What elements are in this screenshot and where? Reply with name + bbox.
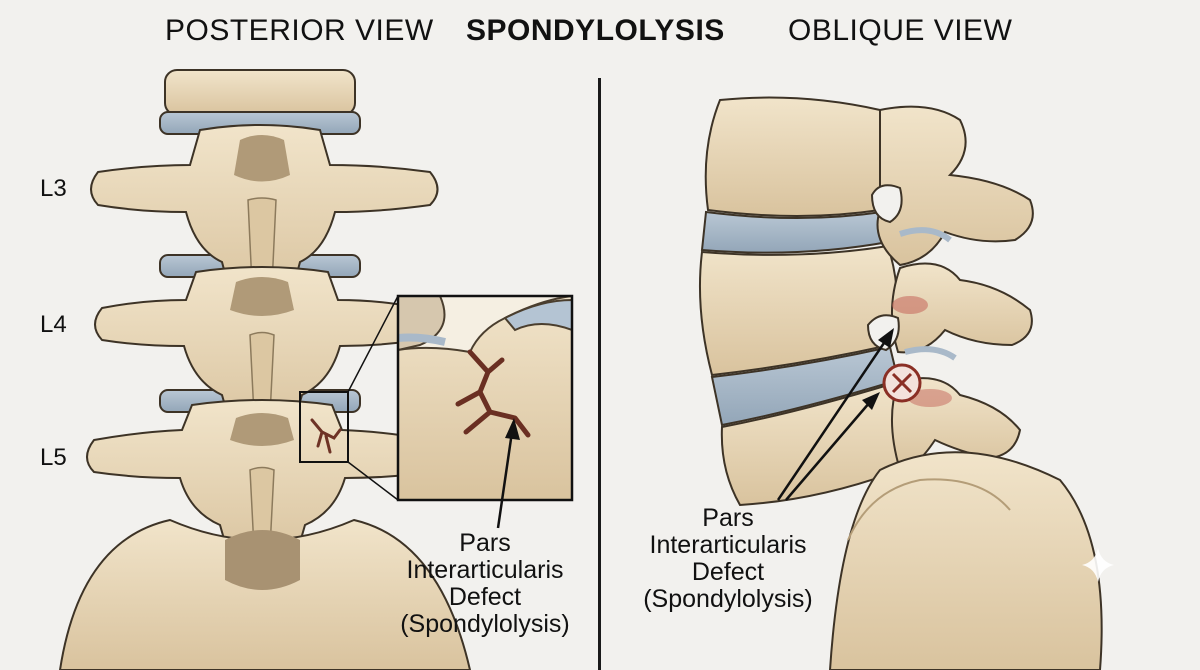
left-caption-line-1: Pars (459, 529, 511, 557)
pars-defect-highlight-box (299, 391, 349, 463)
vertebra-label-l3: L3 (40, 175, 67, 202)
posterior-spine (58, 69, 472, 670)
right-caption-line-4: (Spondylolysis) (643, 585, 813, 613)
arrows-right (776, 328, 894, 501)
zoom-inset (396, 294, 574, 502)
pars-fracture-large (455, 349, 531, 438)
arrow-left (496, 418, 520, 529)
left-caption-line-2: Interarticularis (406, 556, 564, 584)
right-caption-line-3: Defect (691, 558, 765, 586)
view-divider (598, 78, 601, 670)
defect-spot-upper (892, 296, 928, 314)
vertebra-label-l4: L4 (40, 311, 67, 338)
defect-marker-icon (882, 363, 922, 403)
pars-fracture-small (310, 418, 342, 454)
right-caption-line-1: Pars (702, 504, 754, 532)
vertebra-l3 (90, 124, 439, 307)
sparkle-icon (1082, 548, 1114, 582)
right-caption: Pars Interarticularis Defect (Spondyloly… (598, 505, 858, 613)
oblique-disc-1 (700, 210, 890, 254)
vertebra-label-l5: L5 (40, 444, 67, 471)
left-caption: Pars Interarticularis Defect (Spondyloly… (370, 530, 600, 638)
left-caption-line-4: (Spondylolysis) (400, 610, 570, 638)
posterior-view-title: POSTERIOR VIEW (165, 14, 434, 47)
oblique-sacrum (828, 451, 1103, 670)
main-title: SPONDYLOLYSIS (466, 14, 725, 47)
left-caption-line-3: Defect (448, 583, 522, 611)
right-caption-line-2: Interarticularis (649, 531, 807, 559)
defect-spot-lower (908, 389, 952, 407)
oblique-view-title: OBLIQUE VIEW (788, 14, 1013, 47)
oblique-spine (699, 96, 1103, 670)
